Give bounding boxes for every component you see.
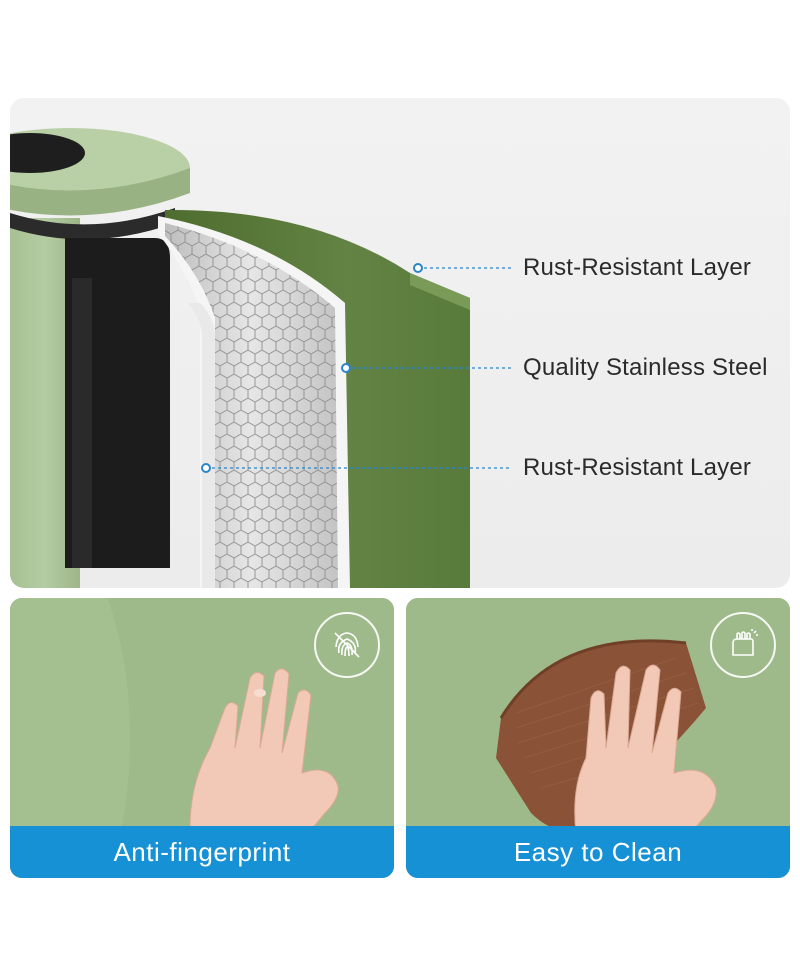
bin-lid-edge [10,168,190,216]
bin-opening [10,133,85,173]
hand-shape [189,668,339,865]
caption-bar-easy-to-clean: Easy to Clean [406,826,790,878]
bin-rim [10,208,175,240]
wipe-clean-icon [710,612,776,678]
caption-bar-anti-fingerprint: Anti-fingerprint [10,826,394,878]
steel-hex-pattern [165,223,338,588]
callout-dot-outer [413,263,423,273]
no-fingerprint-icon [314,612,380,678]
feature-anti-fingerprint: Anti-fingerprint [10,598,394,878]
caption-anti-fingerprint: Anti-fingerprint [113,836,291,867]
label-rust-resistant-inner: Rust-Resistant Layer [523,454,752,481]
label-rust-resistant-outer: Rust-Resistant Layer [523,254,752,281]
black-inner-seam [72,278,92,568]
callout-lines [201,263,512,473]
label-stainless-steel: Quality Stainless Steel [523,354,768,381]
outer-sheet-edge [410,273,470,310]
steel-fold [188,303,215,588]
callout-dot-inner [201,463,211,473]
callout-dot-middle [341,363,351,373]
caption-easy-to-clean: Easy to Clean [513,836,683,867]
layers-panel: Rust-Resistant Layer Quality Stainless S… [10,98,790,588]
bin-layers-illustration [10,128,470,588]
rust-resistant-outer-sheet [165,209,470,588]
feature-easy-to-clean: Easy to Clean [406,598,790,878]
hand-shape-cleaning [574,664,717,863]
